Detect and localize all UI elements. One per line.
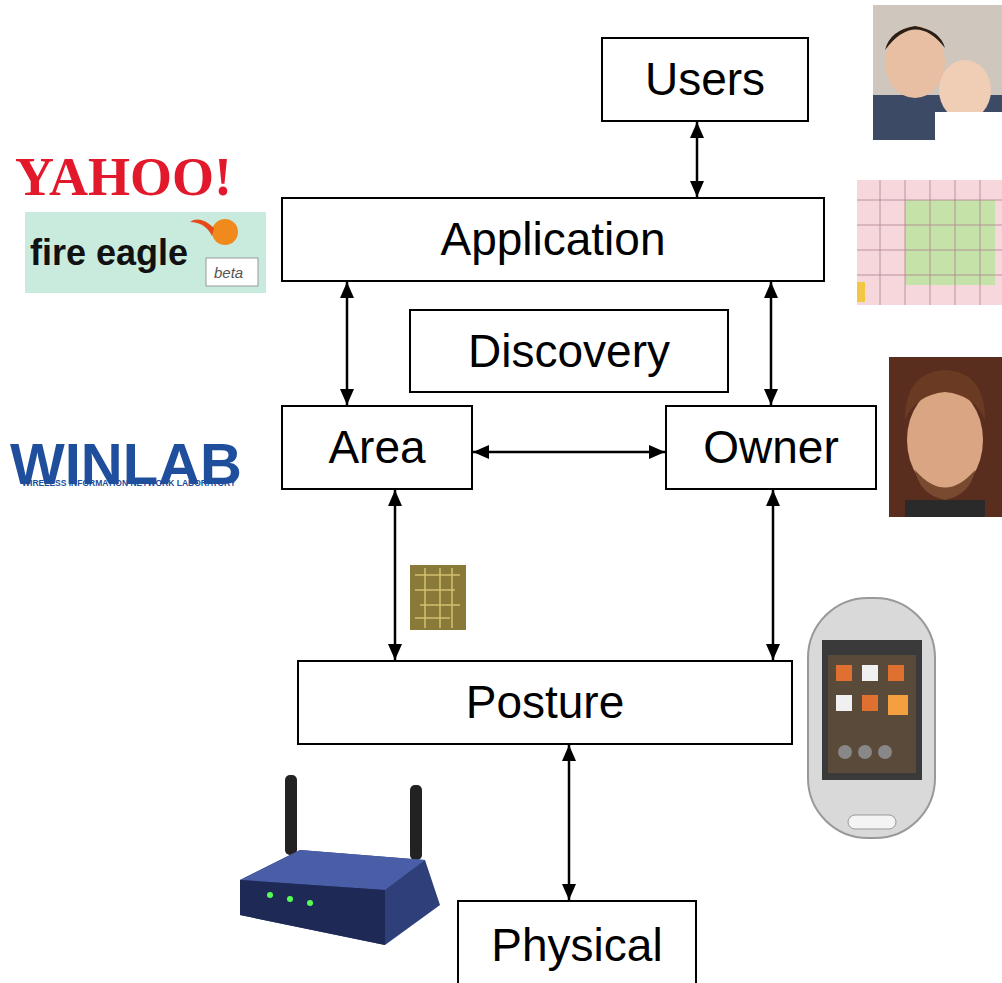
portrait-photo-part (905, 370, 985, 420)
logo-text: fire eagle (30, 232, 188, 274)
phone-image-part (838, 745, 852, 759)
phone-image-part (836, 695, 852, 711)
layer-box: Owner (665, 405, 877, 490)
floor-map-part (857, 180, 1002, 305)
phone-image-part (862, 695, 878, 711)
phone-image-part (848, 815, 896, 829)
kids-photo-part (873, 5, 1002, 140)
layer-name: Posture (466, 677, 625, 728)
portrait-photo-part (905, 500, 985, 517)
phone-image-part (888, 695, 908, 715)
floor-map-part (857, 180, 1002, 305)
layer-name: Discovery (468, 326, 670, 377)
logo-subtitle: WIRELESS INFORMATION NETWORK LABORATORY (22, 478, 236, 488)
bidirectional-arrow (346, 282, 349, 405)
fire-eagle-logo-part (25, 212, 266, 293)
bidirectional-arrow (696, 122, 699, 197)
fire-eagle-logo-part (212, 219, 238, 245)
layer-box: Discovery (409, 309, 729, 393)
bidirectional-arrow (770, 282, 773, 405)
router-image-part (287, 896, 293, 902)
logo-badge: beta (214, 264, 243, 281)
layer-box: Users (601, 37, 809, 122)
router-image-part (410, 785, 422, 860)
floor-map-part (905, 200, 995, 285)
phone-image-part (878, 745, 892, 759)
layer-name: Owner (703, 422, 838, 473)
router-image-part (240, 880, 385, 945)
layer-box: Area (281, 405, 473, 490)
chip-image-part (410, 565, 466, 630)
layer-name: Application (440, 214, 665, 265)
chip-image-part (415, 568, 460, 628)
logo-text: YAHOO! (15, 146, 232, 208)
layer-box: Physical (457, 900, 697, 983)
portrait-photo (889, 357, 1002, 517)
chip-image (410, 565, 466, 630)
phone-image-part (808, 598, 935, 838)
kids-photo-part (935, 112, 1002, 140)
phone-image (808, 598, 935, 838)
layer-box: Application (281, 197, 825, 282)
kids-photo-part (939, 60, 991, 120)
kids-photo-part (885, 26, 945, 50)
bidirectional-arrow (473, 451, 665, 454)
phone-image-part (822, 640, 922, 780)
phone-image-part (836, 665, 852, 681)
portrait-photo-part (915, 470, 975, 500)
router-image-part (240, 850, 440, 945)
bidirectional-arrow (568, 745, 571, 900)
router-image-part (307, 900, 313, 906)
phone-image-part (858, 745, 872, 759)
layer-name: Users (645, 54, 765, 105)
fire-eagle-logo-part (190, 220, 214, 236)
layer-name: Physical (491, 920, 662, 971)
phone-image-part (828, 655, 916, 773)
kids-photo-part (885, 26, 945, 98)
layer-name: Area (328, 422, 425, 473)
phone-image-part (888, 665, 904, 681)
fire-eagle-logo-part (206, 258, 258, 286)
router-image (240, 775, 440, 945)
floor-map (857, 180, 1002, 305)
fire-eagle-logo (25, 212, 266, 293)
floor-map-part (857, 282, 865, 302)
phone-image-part (862, 665, 878, 681)
router-image-part (285, 775, 297, 855)
bidirectional-arrow (772, 490, 775, 660)
portrait-photo-part (889, 357, 1002, 517)
layer-box: Posture (297, 660, 793, 745)
router-image-part (267, 892, 273, 898)
kids-photo (873, 5, 1002, 140)
bidirectional-arrow (394, 490, 397, 660)
